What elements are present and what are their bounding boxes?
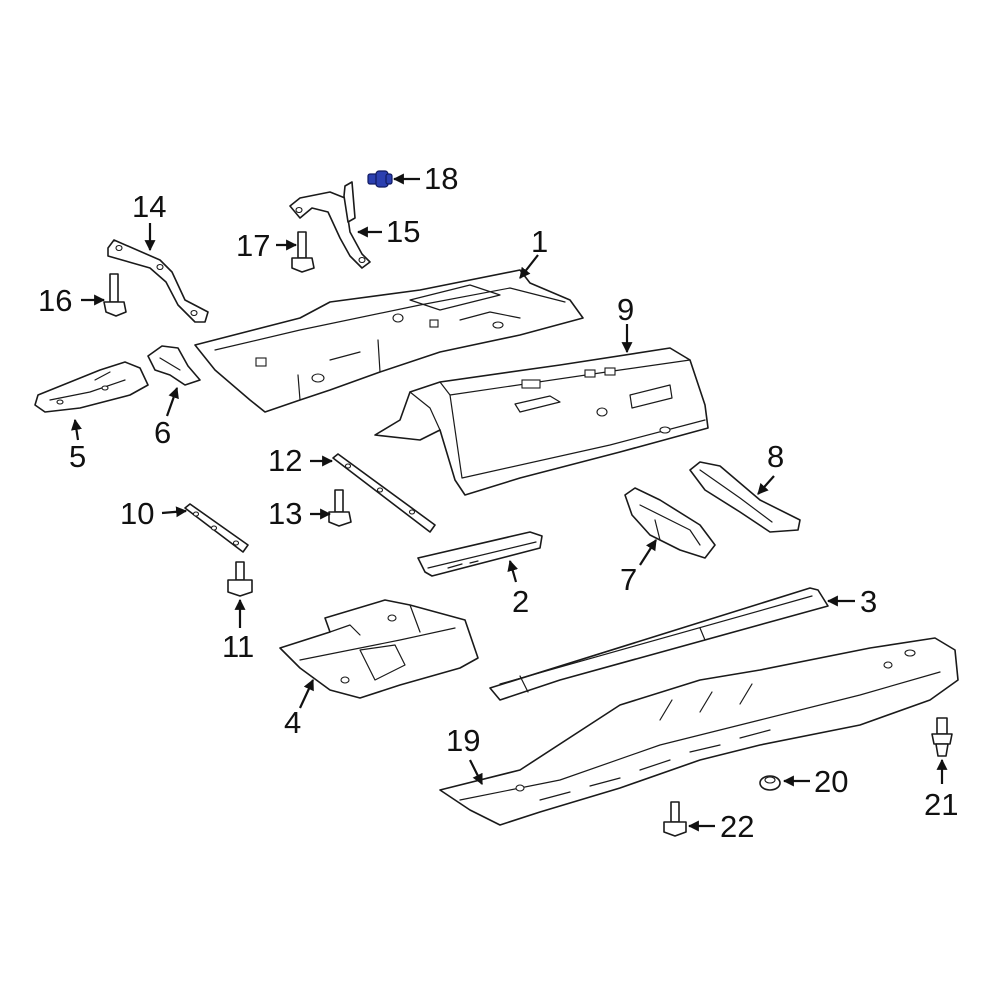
part-10-strap <box>184 503 249 553</box>
bolt-18-highlighted <box>367 170 393 188</box>
part-15-bracket <box>289 181 371 269</box>
bolt-13 <box>328 489 352 527</box>
part-9-tunnel <box>374 347 709 496</box>
leader-7 <box>639 539 657 566</box>
part-2-rail <box>417 531 543 577</box>
callout-3: 3 <box>860 584 877 619</box>
leader-8 <box>757 475 775 495</box>
part-14-bracket <box>107 239 209 323</box>
callout-12: 12 <box>268 443 302 478</box>
nut-20 <box>759 775 781 791</box>
part-7-bracket <box>624 487 716 559</box>
bolt-22 <box>663 801 687 837</box>
callout-5: 5 <box>69 439 86 474</box>
clip-21 <box>931 717 953 757</box>
leader-lines <box>71 173 948 832</box>
bolt-16 <box>103 273 127 317</box>
leader-5 <box>71 418 82 441</box>
leader-19 <box>469 759 483 785</box>
callout-18: 18 <box>424 161 458 196</box>
callout-10: 10 <box>120 496 154 531</box>
callout-6: 6 <box>154 415 171 450</box>
callout-15: 15 <box>386 214 420 249</box>
part-1-floor-pan <box>194 269 584 413</box>
part-19-underbody-panel <box>439 637 959 826</box>
callout-13: 13 <box>268 496 302 531</box>
callout-20: 20 <box>814 764 848 799</box>
leader-10 <box>161 506 188 518</box>
leader-6 <box>165 386 179 417</box>
callout-16: 16 <box>38 283 72 318</box>
callout-17: 17 <box>236 228 270 263</box>
callout-19: 19 <box>446 723 480 758</box>
callout-11: 11 <box>222 629 254 664</box>
part-4-floor-section <box>279 599 479 699</box>
callout-1: 1 <box>531 224 548 259</box>
leader-2 <box>507 559 519 583</box>
callout-22: 22 <box>720 809 754 844</box>
callout-8: 8 <box>767 439 784 474</box>
callout-2: 2 <box>512 584 529 619</box>
leader-4 <box>299 679 314 709</box>
callout-14: 14 <box>132 189 166 224</box>
part-6-bracket <box>147 345 201 386</box>
part-8-rail <box>689 461 801 533</box>
part-12-strap <box>332 453 436 533</box>
part-5-reinforcement <box>34 361 149 413</box>
callout-21: 21 <box>924 787 958 822</box>
bolt-17 <box>291 231 315 273</box>
callout-7: 7 <box>620 562 637 597</box>
leader-1 <box>519 254 539 279</box>
part-3-sill-rail <box>489 587 829 701</box>
bolt-11 <box>227 561 253 597</box>
callout-labels: 1 2 3 4 5 6 7 8 9 10 11 12 13 14 15 16 1… <box>38 161 958 844</box>
callout-9: 9 <box>617 292 634 327</box>
callout-4: 4 <box>284 705 301 740</box>
